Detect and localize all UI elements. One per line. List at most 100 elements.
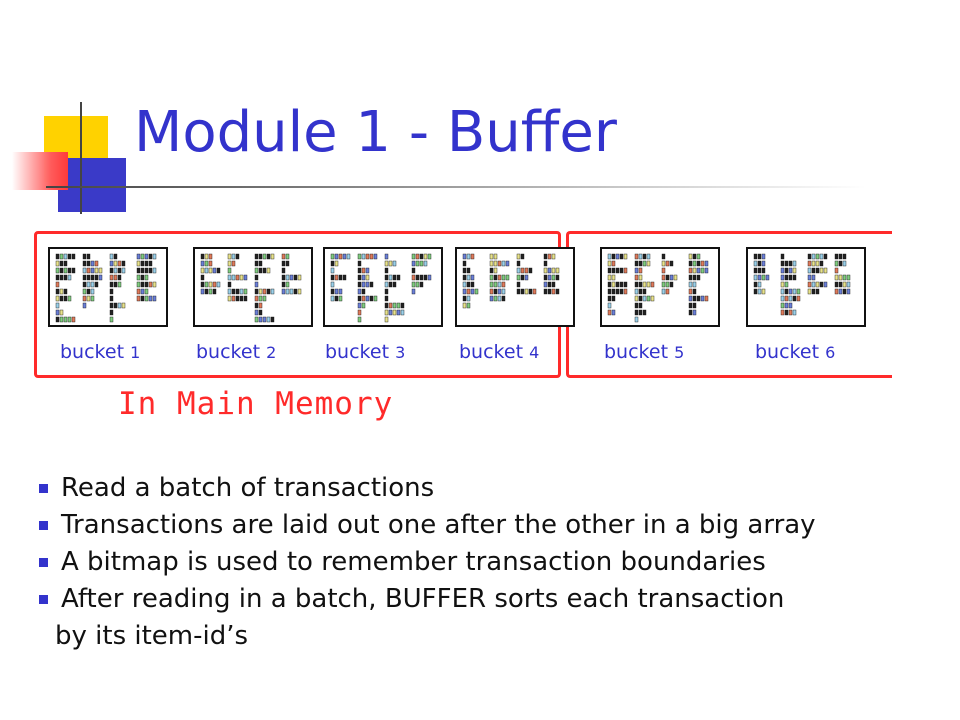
bitmap-cell — [780, 260, 785, 267]
bitmap-cell — [524, 288, 529, 295]
bitmap-cell — [231, 253, 236, 260]
bitmap-cell — [113, 260, 118, 267]
bitmap-cell — [784, 309, 789, 316]
bitmap-cell — [411, 288, 416, 295]
bitmap-cell — [258, 260, 263, 267]
bitmap-cell — [361, 295, 366, 302]
bitmap-cell — [330, 288, 335, 295]
bitmap-cell — [67, 295, 72, 302]
bitmap-cell — [334, 253, 339, 260]
bitmap-cell — [86, 260, 91, 267]
bitmap-cell — [90, 260, 95, 267]
bitmap-cell — [86, 288, 91, 295]
bullet-list: Read a batch of transactions Transaction… — [36, 470, 936, 655]
bitmap-cell — [466, 267, 471, 274]
bitmap-cell — [642, 288, 647, 295]
bucket-label-6: bucket 6 — [755, 341, 835, 363]
bitmap-cell — [90, 295, 95, 302]
bullet-item: Read a batch of transactions — [36, 470, 936, 507]
bitmap-cell — [838, 281, 843, 288]
bitmap-cell — [266, 316, 271, 323]
bitmap-cell — [634, 253, 639, 260]
bitmap-cell — [208, 288, 213, 295]
bitmap-cell — [462, 274, 467, 281]
bitmap-cell — [71, 316, 76, 323]
bitmap-cell — [547, 274, 552, 281]
bitmap-cell — [489, 288, 494, 295]
bitmap-cell — [792, 274, 797, 281]
bitmap-cell — [357, 288, 362, 295]
bitmap-cell — [780, 295, 785, 302]
bitmap-cell — [520, 274, 525, 281]
bitmap-cell — [696, 295, 701, 302]
bitmap-cell — [842, 253, 847, 260]
bitmap-cell — [462, 288, 467, 295]
bitmap-cell — [86, 295, 91, 302]
bitmap-cell — [94, 267, 99, 274]
bitmap-cell — [59, 288, 64, 295]
bitmap-cell — [144, 260, 149, 267]
square-bullet-icon — [39, 521, 48, 530]
bitmap-cell — [140, 253, 145, 260]
bitmap-cell — [293, 288, 298, 295]
bitmap-cell — [109, 260, 114, 267]
bitmap-cell — [140, 267, 145, 274]
bitmap-cell — [753, 253, 758, 260]
bitmap-cell — [634, 316, 639, 323]
bitmap-cell — [109, 274, 114, 281]
bucket-label-5: bucket 5 — [604, 341, 684, 363]
bitmap-cell — [384, 267, 389, 274]
bitmap-cell — [607, 288, 612, 295]
bitmap-cell — [551, 253, 556, 260]
bitmap-cell — [200, 288, 205, 295]
bitmap-cell — [388, 302, 393, 309]
bitmap-cell — [140, 295, 145, 302]
bitmap-cell — [63, 253, 68, 260]
bitmap-cell — [688, 281, 693, 288]
bitmap-cell — [152, 281, 157, 288]
bitmap-cell — [357, 260, 362, 267]
bitmap-cell — [623, 288, 628, 295]
bitmap-cell — [55, 316, 60, 323]
bitmap-cell — [838, 260, 843, 267]
bitmap-cell — [55, 295, 60, 302]
bitmap-cell — [262, 267, 267, 274]
bitmap-cell — [270, 253, 275, 260]
bitmap-cell — [615, 253, 620, 260]
bitmap-cell — [607, 274, 612, 281]
bitmap-cell — [235, 253, 240, 260]
bitmap-cell — [411, 267, 416, 274]
bitmap-cell — [361, 281, 366, 288]
bitmap-cell — [82, 260, 87, 267]
bitmap-cell — [650, 281, 655, 288]
bitmap-cell — [266, 288, 271, 295]
bitmap-cell — [392, 302, 397, 309]
bitmap-cell — [297, 288, 302, 295]
bitmap-cell — [784, 274, 789, 281]
bitmap-cell — [82, 281, 87, 288]
bitmap-cell — [638, 295, 643, 302]
bitmap-cell — [784, 281, 789, 288]
bitmap-cell — [704, 267, 709, 274]
bitmap-cell — [528, 267, 533, 274]
bitmap-cell — [619, 267, 624, 274]
bitmap-pattern — [607, 253, 709, 323]
bitmap-cell — [688, 295, 693, 302]
bitmap-cell — [516, 253, 521, 260]
bitmap-cell — [700, 295, 705, 302]
decor-vertical-line — [80, 102, 82, 214]
bitmap-cell — [638, 288, 643, 295]
bitmap-cell — [466, 253, 471, 260]
bitmap-cell — [543, 274, 548, 281]
bitmap-cell — [411, 274, 416, 281]
bitmap-cell — [415, 274, 420, 281]
bullet-continuation: by its item-id’s — [55, 621, 249, 651]
bitmap-cell — [384, 281, 389, 288]
bitmap-cell — [59, 274, 64, 281]
bitmap-cell — [615, 281, 620, 288]
bitmap-cell — [235, 274, 240, 281]
bitmap-cell — [520, 253, 525, 260]
bitmap-cell — [285, 274, 290, 281]
bitmap-cell — [136, 267, 141, 274]
bitmap-cell — [365, 253, 370, 260]
